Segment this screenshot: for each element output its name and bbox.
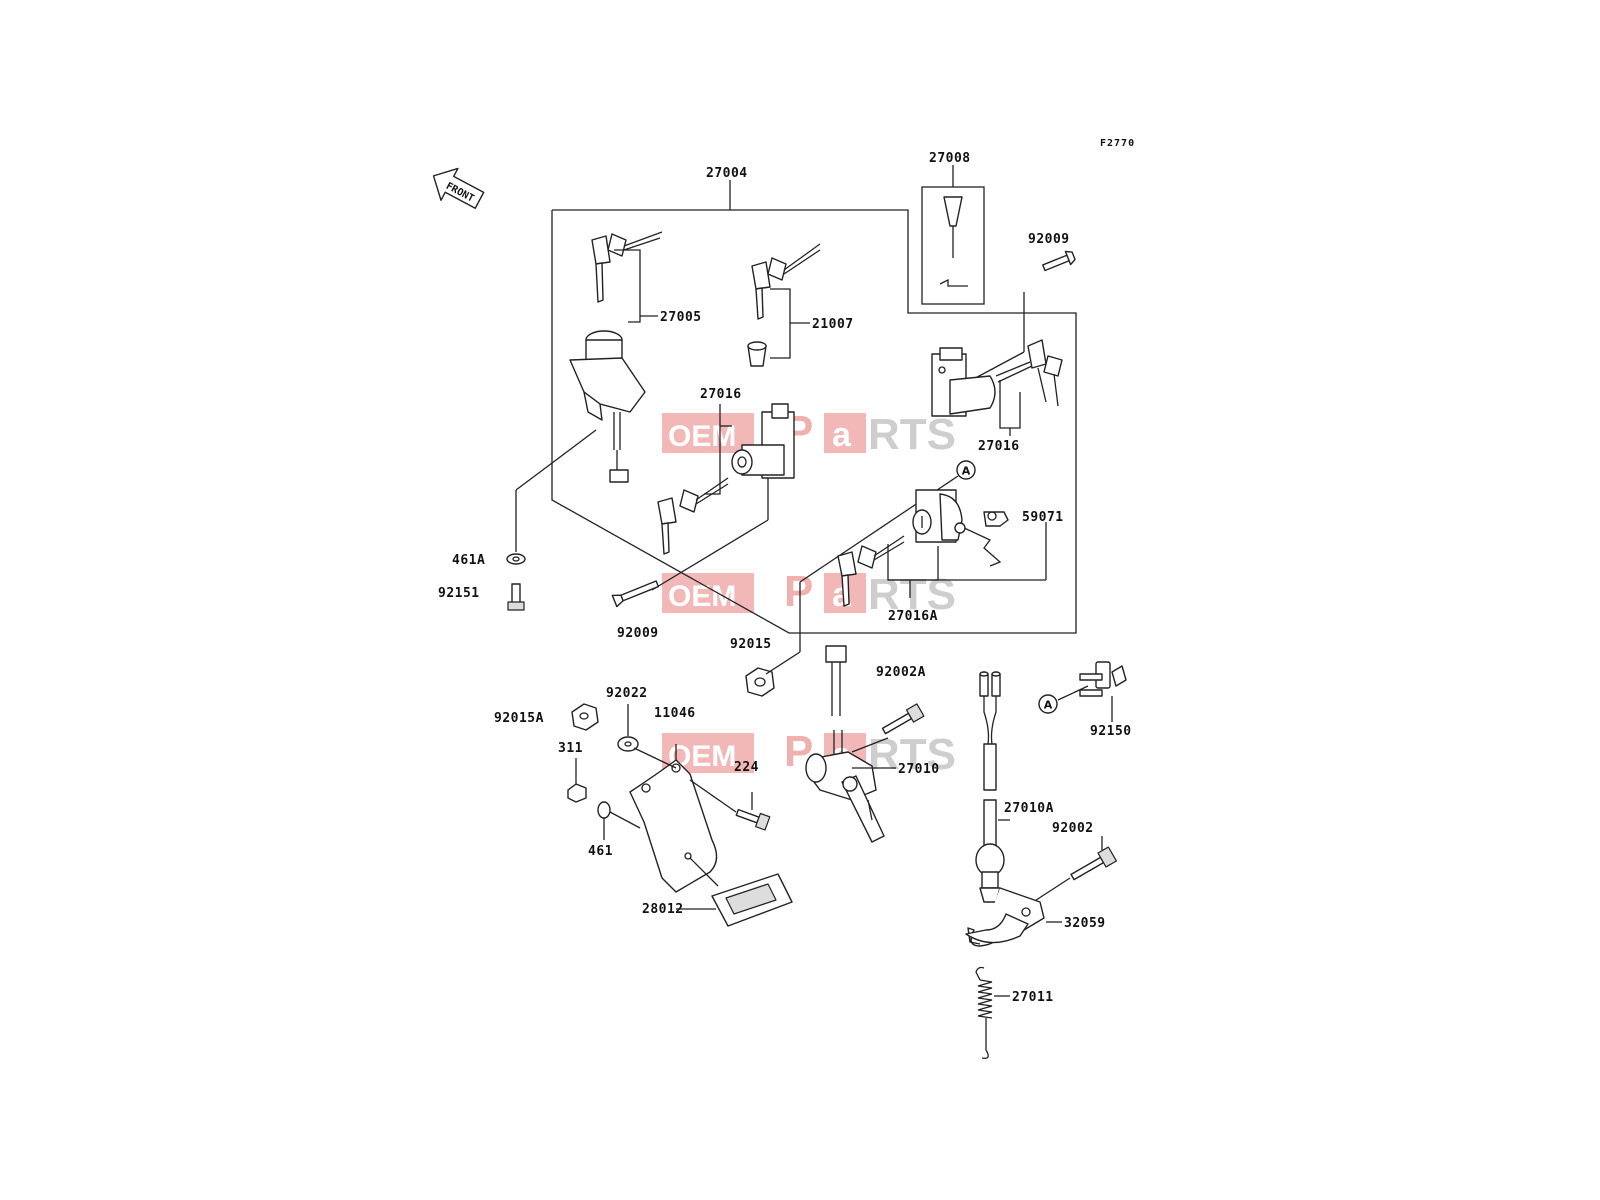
nut-311 <box>567 758 587 803</box>
label-461: 461 <box>588 844 613 859</box>
svg-text:OEM: OEM <box>668 420 736 453</box>
ignition-switch <box>515 330 646 552</box>
bolt-92002 <box>1070 846 1117 881</box>
label-311: 311 <box>558 741 583 756</box>
label-27008: 27008 <box>929 151 971 166</box>
label-28012: 28012 <box>642 902 684 917</box>
watermark: OEM P a RTS OEM P a RTS OEM P a RTS <box>662 407 956 779</box>
washer-461A <box>506 553 526 565</box>
key-pair-27005 <box>591 231 663 323</box>
watermark-top: OEM P a RTS <box>662 407 956 459</box>
label-92002: 92002 <box>1052 821 1094 836</box>
label-461A: 461A <box>452 553 485 568</box>
switch-27010 <box>805 645 896 843</box>
label-27016-right: 27016 <box>978 439 1020 454</box>
ref-marker-a-top: A <box>799 460 976 652</box>
svg-text:RTS: RTS <box>868 410 956 459</box>
washer-92022 <box>617 704 677 769</box>
label-32059: 32059 <box>1064 916 1106 931</box>
nut-92015 <box>745 651 801 697</box>
svg-text:A: A <box>962 465 971 478</box>
label-27016A: 27016A <box>888 609 938 624</box>
svg-text:RTS: RTS <box>868 570 956 619</box>
label-224: 224 <box>734 760 759 775</box>
bolt-92002A <box>881 703 925 735</box>
nut-92015A <box>571 703 599 731</box>
label-27010: 27010 <box>898 762 940 777</box>
label-plate-28012 <box>676 857 793 927</box>
figure-code: F2770 <box>1100 138 1135 149</box>
label-92015A: 92015A <box>494 711 544 726</box>
label-92009-top: 92009 <box>1028 232 1070 247</box>
bolt-92151 <box>507 583 525 611</box>
svg-text:P: P <box>784 567 813 616</box>
label-92150: 92150 <box>1090 724 1132 739</box>
ref-marker-a-right: A <box>1038 685 1089 714</box>
svg-text:RTS: RTS <box>868 730 956 779</box>
label-27016-left: 27016 <box>700 387 742 402</box>
clip-59071 <box>983 511 1009 527</box>
spring-27011 <box>975 966 1010 1059</box>
bolt-224 <box>735 808 771 831</box>
washer-461 <box>597 801 641 840</box>
screw-92009-top <box>1042 250 1076 272</box>
svg-text:a: a <box>832 416 852 454</box>
label-27004: 27004 <box>706 166 748 181</box>
label-92151: 92151 <box>438 586 480 601</box>
part-labels: 27004 27008 92009 27005 21007 27016 2701… <box>438 151 1132 1005</box>
label-21007: 21007 <box>812 317 854 332</box>
label-27010A: 27010A <box>1004 801 1054 816</box>
key-card-27008 <box>921 165 985 305</box>
label-92015: 92015 <box>730 637 772 652</box>
seat-lock-27016-right <box>931 339 1063 436</box>
label-11046: 11046 <box>654 706 696 721</box>
label-59071: 59071 <box>1022 510 1064 525</box>
screws-92150 <box>1079 661 1127 722</box>
label-92002A: 92002A <box>876 665 926 680</box>
label-92022: 92022 <box>606 686 648 701</box>
group-outline-27004 <box>551 180 1077 634</box>
front-arrow-icon: FRONT <box>432 167 485 209</box>
label-27011: 27011 <box>1012 990 1054 1005</box>
screw-92009-bottom <box>611 580 660 608</box>
label-92009-bottom: 92009 <box>617 626 659 641</box>
bracket-11046 <box>629 744 718 893</box>
key-pair-21007 <box>747 243 821 367</box>
lock-27016A <box>837 489 1047 607</box>
bracket-32059 <box>965 887 1062 947</box>
svg-text:A: A <box>1044 699 1053 712</box>
seat-lock-27016-left <box>651 403 795 591</box>
switch-27010A <box>975 671 1010 903</box>
label-27005: 27005 <box>660 310 702 325</box>
